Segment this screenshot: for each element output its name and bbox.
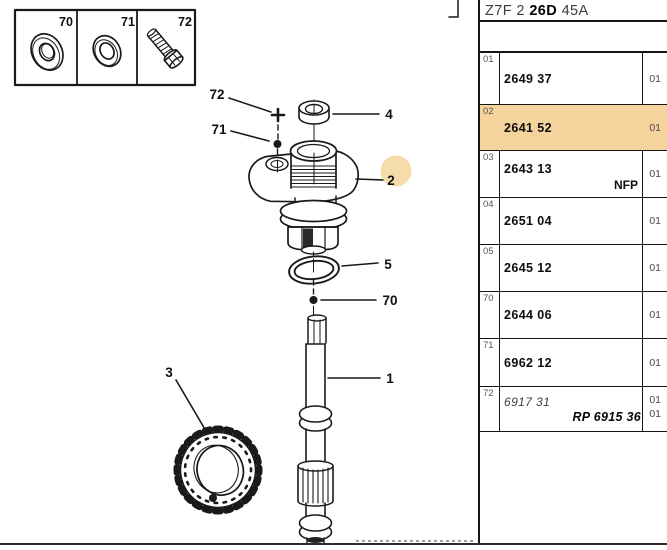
legend-box-frame (13, 8, 197, 87)
row-ref: 70 (483, 293, 494, 304)
superseded-part-number: 6917 31 (504, 395, 551, 409)
washer-70-icon[interactable] (25, 28, 69, 76)
row-qty: 01 (649, 309, 661, 321)
gear-bore (196, 444, 245, 496)
table-row-05[interactable]: 05 2645 12 01 (480, 245, 667, 292)
table-row-72[interactable]: 72 6917 31 01 RP 6915 36 01 (480, 387, 667, 432)
leader-lines (175, 97, 384, 432)
page-bottom-border (0, 543, 667, 545)
callout-3[interactable]: 3 (165, 365, 173, 380)
washer-71-icon[interactable] (88, 31, 127, 72)
part-number: 2643 13 (504, 162, 552, 177)
row-ref: 05 (483, 246, 494, 257)
table-row-01[interactable]: 01 2649 37 01 (480, 53, 667, 105)
header-divider (480, 20, 667, 22)
table-row-02-selected[interactable]: 02 2641 52 01 (480, 105, 667, 151)
housing-lip (279, 199, 348, 223)
table-row-70[interactable]: 70 2644 06 01 (480, 292, 667, 339)
row-qty: 01 (649, 215, 661, 227)
shaft-collar (298, 514, 333, 532)
ref-column-divider (499, 53, 501, 432)
row-ref: 01 (483, 54, 494, 65)
qty-column-divider (642, 53, 644, 432)
pin-part-70[interactable] (309, 296, 318, 304)
table-row-04[interactable]: 04 2651 04 01 (480, 198, 667, 245)
row-qty: 01 (649, 168, 661, 180)
part-number: 6962 12 (504, 355, 552, 370)
shaft-part-1[interactable] (297, 314, 334, 544)
corner-mark (448, 0, 459, 18)
callout-72[interactable]: 72 (209, 87, 224, 102)
highlight-circle (380, 155, 412, 187)
gear-detent-dot (209, 494, 217, 502)
part-number: 2645 12 (504, 261, 552, 275)
row-qty: 01 (649, 72, 661, 85)
table-row-71[interactable]: 71 6962 12 01 (480, 339, 667, 387)
row-ref: 02 (483, 106, 494, 117)
gear-part-3[interactable] (166, 418, 269, 521)
bolt-72-icon[interactable] (144, 26, 185, 70)
shaft-collar (298, 405, 333, 423)
row-qty: 01 (649, 121, 661, 134)
nfp-note: NFP (614, 178, 638, 192)
callout-2-highlighted[interactable]: 2 (387, 173, 395, 188)
parts-table: Z7F 2 26D 45A 01 2649 37 01 02 2641 52 0… (478, 0, 667, 545)
part-number: 2649 37 (504, 71, 552, 86)
legend-box: 70 71 72 (13, 8, 197, 87)
row-ref: 71 (483, 340, 494, 351)
callout-5[interactable]: 5 (384, 257, 392, 272)
hex-dark-facet (303, 228, 313, 248)
replacement-qty: 01 (649, 408, 661, 420)
gear-helix-hatch (183, 435, 253, 505)
header-divider (480, 51, 667, 53)
callout-70[interactable]: 70 (382, 293, 397, 308)
row-ref: 72 (483, 388, 494, 399)
legend-label-70: 70 (59, 15, 73, 29)
part-number: 2641 52 (504, 120, 552, 135)
exploded-diagram: 70 71 72 (13, 0, 459, 544)
cropped-footer-text (356, 540, 474, 542)
housing-part-2[interactable] (247, 140, 360, 255)
catalog-code-bold: 26D (529, 3, 558, 19)
replacement-part-number: RP 6915 36 (572, 410, 641, 424)
washer-position-dot (273, 140, 282, 148)
legend-label-71: 71 (121, 15, 135, 29)
spline-hub (297, 460, 334, 472)
callout-4[interactable]: 4 (385, 107, 393, 122)
part-number: 2651 04 (504, 214, 552, 228)
catalog-code-suffix: 45A (561, 3, 589, 19)
row-qty: 01 (649, 394, 661, 406)
row-ref: 04 (483, 199, 494, 210)
part-number: 2644 06 (504, 308, 552, 322)
table-row-03[interactable]: 03 2643 13 NFP 01 (480, 151, 667, 198)
row-ref: 03 (483, 152, 494, 163)
row-qty: 01 (649, 262, 661, 274)
fastener-axis (270, 107, 286, 158)
catalog-code: Z7F 2 26D 45A (485, 3, 589, 19)
callout-71[interactable]: 71 (211, 122, 227, 137)
bushing-part-4[interactable] (298, 100, 330, 125)
catalog-code-prefix: Z7F 2 (485, 3, 525, 19)
row-qty: 01 (649, 356, 661, 369)
legend-label-72: 72 (178, 15, 192, 29)
callout-1[interactable]: 1 (386, 371, 394, 386)
